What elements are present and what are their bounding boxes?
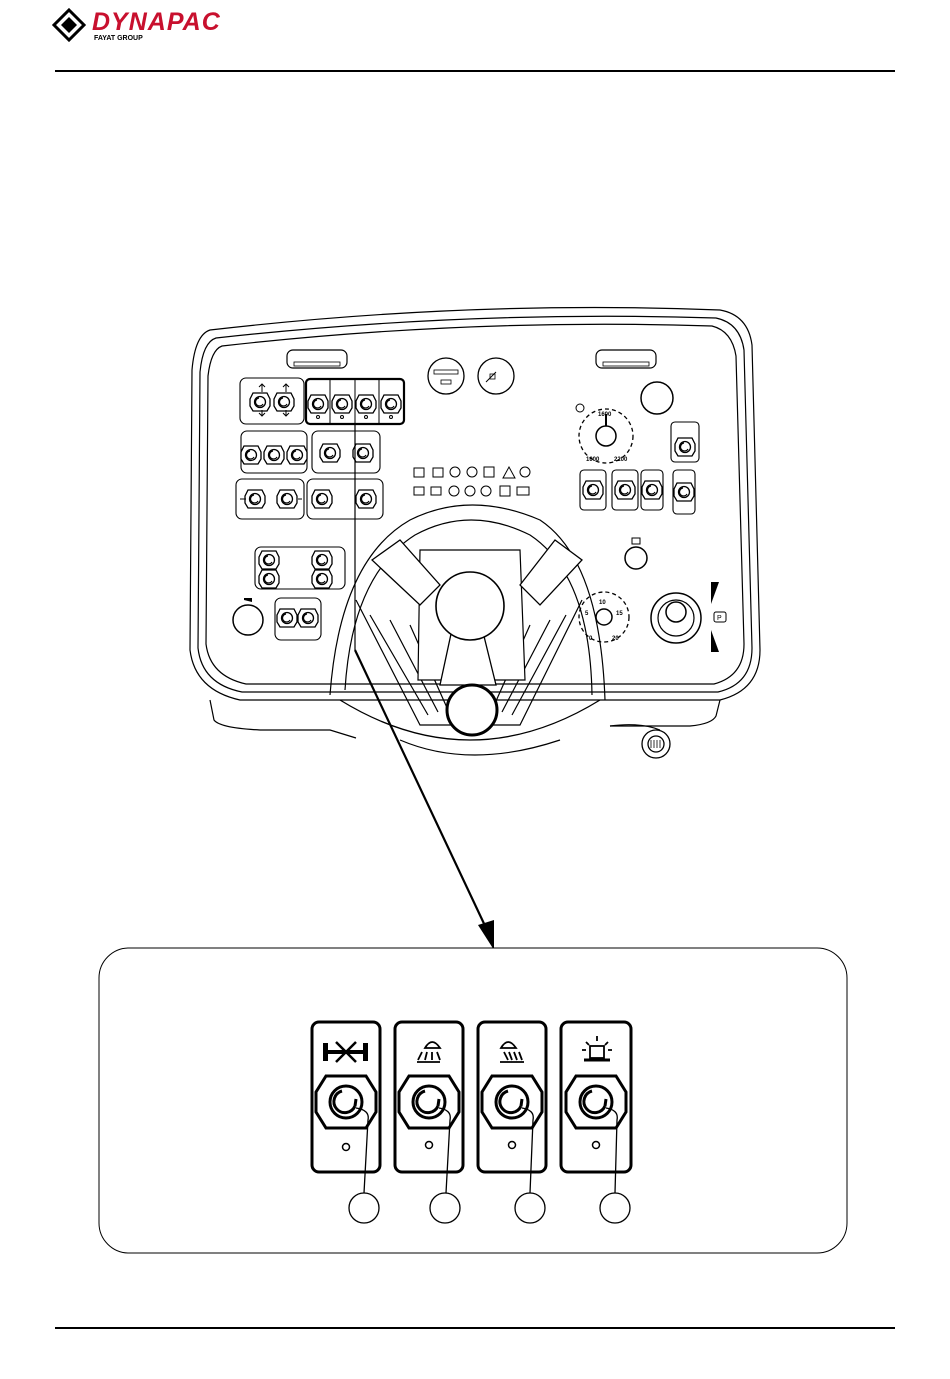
- switch-group-water-pump: [312, 431, 380, 473]
- switch-group-vibration: [255, 547, 345, 589]
- park-label: P: [717, 615, 722, 622]
- speed-label-right: 15: [616, 611, 623, 617]
- callout-circle-2: [430, 1193, 460, 1223]
- rpm-dial: 1600 1000 2200: [576, 404, 633, 463]
- engine-hood-cap: [642, 730, 670, 758]
- rpm-label-right: 2200: [614, 457, 628, 463]
- steering-assembly: [330, 505, 605, 740]
- switch-group-light: [241, 431, 307, 473]
- switch-group-right-2: [580, 470, 606, 510]
- starter-button: [625, 538, 647, 569]
- detail-switch-2: [395, 1022, 463, 1172]
- speed-label-left: 5: [585, 611, 589, 617]
- speed-label-top: 10: [599, 600, 606, 606]
- rpm-label-top: 1600: [598, 412, 612, 418]
- speed-label-bottom-right: 20: [612, 636, 619, 642]
- callout-circle-4: [600, 1193, 630, 1223]
- left-grille: [287, 350, 347, 368]
- switch-group-right-4: [641, 470, 663, 510]
- rpm-label-left: 1000: [586, 457, 600, 463]
- indicator-lamp-1: [343, 1144, 350, 1151]
- switch-group-right-5: [673, 470, 695, 514]
- switch-group-right-3: [612, 470, 638, 510]
- switch-group-steering: [236, 479, 304, 519]
- indicator-lamp-3: [509, 1142, 516, 1149]
- detail-box: [99, 948, 847, 1253]
- switch-group-right-1: [671, 422, 699, 462]
- right-grille: [596, 350, 656, 368]
- horn-button: [233, 598, 263, 635]
- warning-lamp-row: [414, 467, 530, 496]
- emergency-stop-button: [641, 382, 673, 414]
- detail-switch-4: [561, 1022, 631, 1172]
- switch-group-offset: [307, 479, 383, 519]
- callout-arrowhead: [478, 920, 494, 950]
- indicator-lamp-4: [593, 1142, 600, 1149]
- callout-circle-1: [349, 1193, 379, 1223]
- drive-lever: P: [651, 582, 726, 652]
- footer-rule: [55, 1327, 895, 1329]
- switch-group-blade-tilt: [240, 378, 304, 424]
- hour-meter-gauge: [428, 358, 464, 394]
- detail-switch-1: [312, 1022, 380, 1172]
- switch-group-drum: [275, 598, 321, 640]
- callout-circle-3: [515, 1193, 545, 1223]
- highlighted-switch-group: [306, 379, 404, 424]
- fuel-gauge: [478, 358, 514, 394]
- indicator-lamp-2: [426, 1142, 433, 1149]
- detail-switch-3: [478, 1022, 546, 1172]
